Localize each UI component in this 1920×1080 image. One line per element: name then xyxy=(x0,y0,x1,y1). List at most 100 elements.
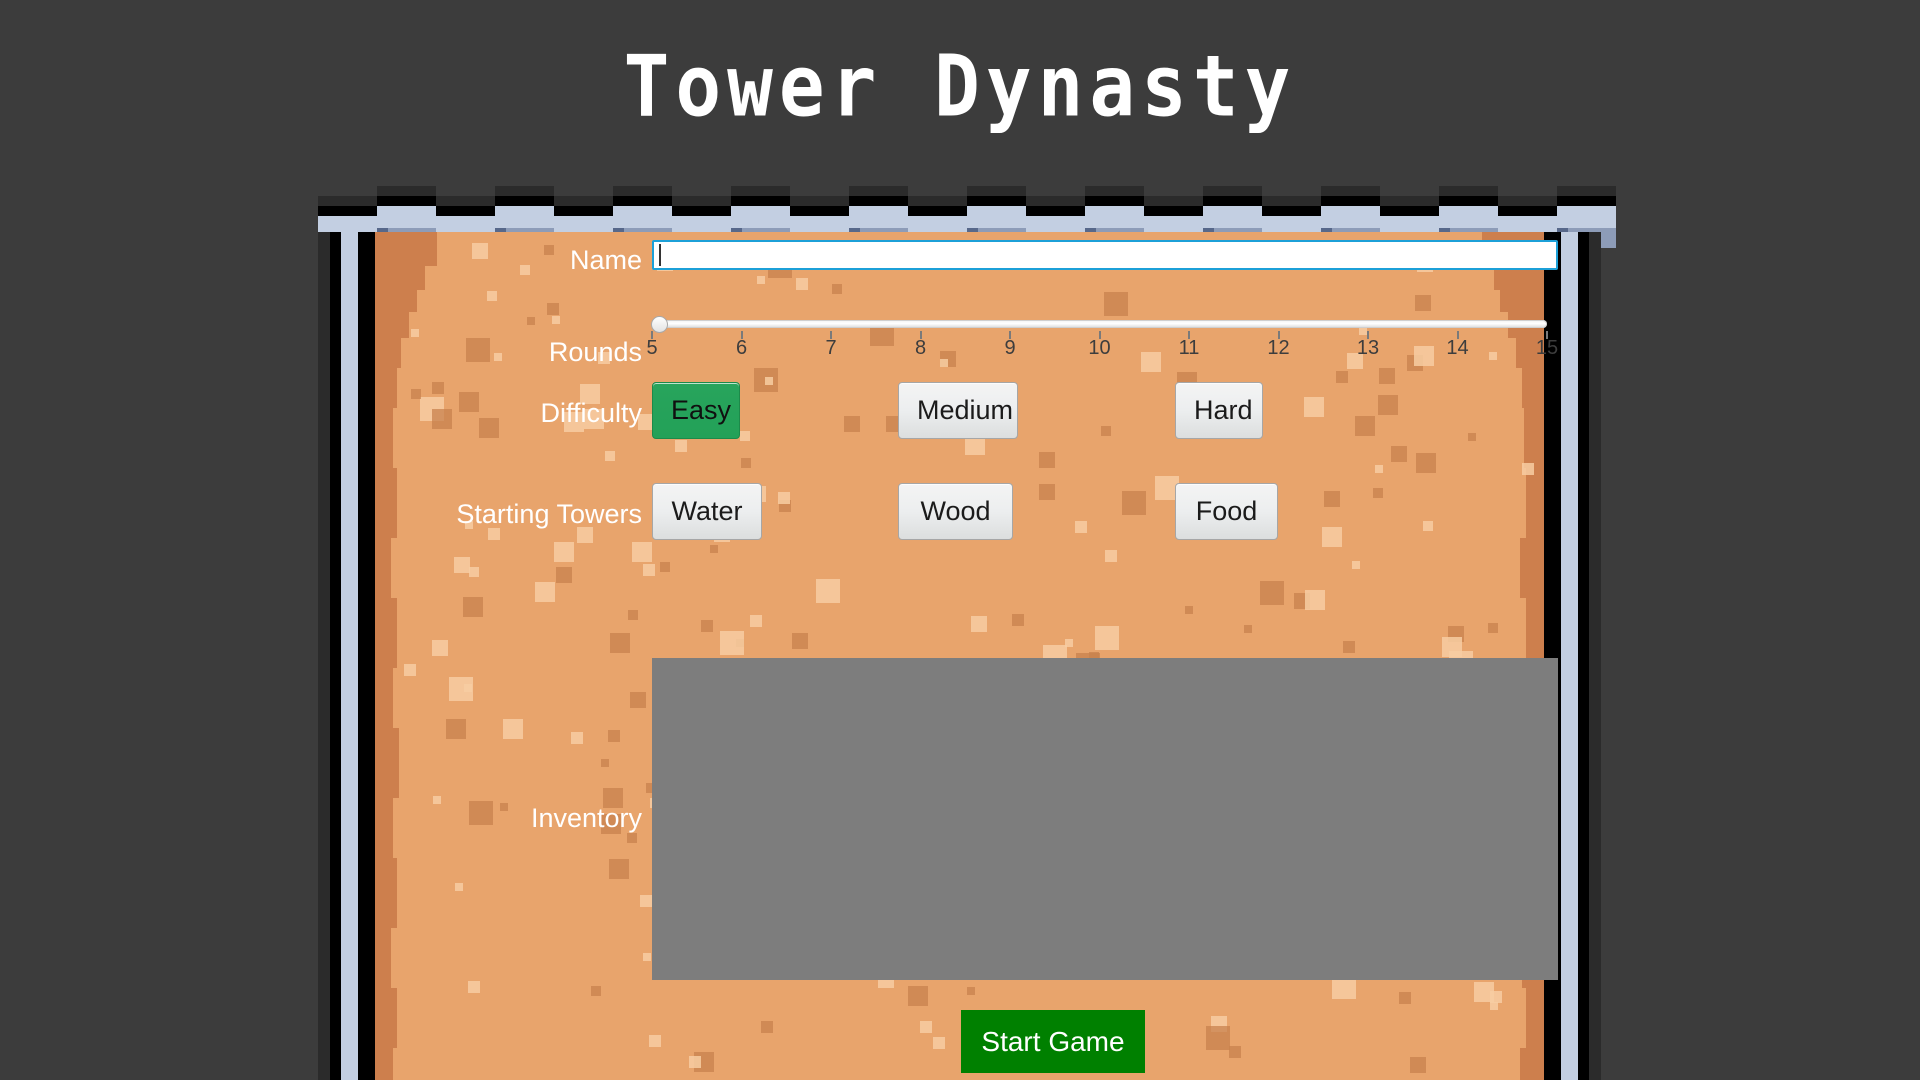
texture-speck xyxy=(710,545,718,553)
dirt-band xyxy=(391,538,1520,598)
texture-speck xyxy=(547,303,559,315)
slider-track[interactable] xyxy=(652,320,1547,328)
merlon-cap-dark xyxy=(1262,196,1321,206)
difficulty-option-medium[interactable]: Medium xyxy=(898,382,1018,439)
dirt-band xyxy=(401,338,1516,368)
merlon-cap-dark xyxy=(554,196,613,206)
slider-tick xyxy=(1367,331,1369,339)
texture-speck xyxy=(1101,426,1111,436)
starting-tower-option-wood[interactable]: Wood xyxy=(898,483,1013,540)
dirt-band xyxy=(425,266,1494,290)
texture-speck xyxy=(1378,395,1398,415)
slider-tick-label: 14 xyxy=(1446,337,1469,359)
texture-speck xyxy=(1229,1046,1241,1058)
slider-tick xyxy=(651,331,653,339)
starting-towers-row: Starting Towers Water Wood Food xyxy=(398,483,1578,540)
texture-speck xyxy=(628,610,638,620)
texture-speck xyxy=(1343,641,1355,653)
merlon-cap-dark xyxy=(1203,186,1262,196)
merlon-cap-black xyxy=(613,196,672,206)
slider-thumb[interactable] xyxy=(651,316,668,333)
merlon-cap-dark xyxy=(790,196,849,206)
merlon-cap-dark xyxy=(1439,186,1498,196)
merlon-cap-black xyxy=(1321,196,1380,206)
texture-speck xyxy=(1468,433,1476,441)
texture-speck xyxy=(608,730,620,742)
merlon-cap-dark xyxy=(967,186,1026,196)
merlon-cap-dark xyxy=(908,196,967,206)
texture-speck xyxy=(1399,992,1411,1004)
texture-speck xyxy=(1423,521,1433,531)
texture-speck xyxy=(503,719,523,739)
merlon-cap-black xyxy=(790,206,849,216)
merlon-cap-dark xyxy=(377,186,436,196)
slider-tick-label: 8 xyxy=(914,337,927,359)
texture-speck xyxy=(598,352,610,364)
difficulty-option-easy[interactable]: Easy xyxy=(652,382,740,439)
texture-speck xyxy=(1347,353,1363,369)
texture-speck xyxy=(750,615,762,627)
texture-speck xyxy=(1489,352,1497,360)
texture-speck xyxy=(660,562,670,572)
texture-speck xyxy=(1379,368,1395,384)
slider-tick-label: 13 xyxy=(1356,337,1380,359)
merlon-cap-dark xyxy=(849,186,908,196)
texture-speck xyxy=(1012,614,1024,626)
texture-speck xyxy=(1410,1057,1426,1073)
texture-speck xyxy=(1075,521,1087,533)
merlon-cap-black xyxy=(1203,196,1262,206)
inventory-panel[interactable] xyxy=(652,658,1558,980)
texture-speck xyxy=(1039,484,1055,500)
texture-speck xyxy=(920,1021,932,1033)
texture-speck xyxy=(411,329,419,337)
merlon-cap-dark xyxy=(495,186,554,196)
frame-border-stone-right xyxy=(1561,232,1578,1080)
starting-tower-option-water[interactable]: Water xyxy=(652,483,762,540)
slider-tick xyxy=(830,331,832,339)
texture-speck xyxy=(1305,590,1325,610)
merlon-cap-black xyxy=(495,196,554,206)
start-game-row: Start Game xyxy=(398,1010,1578,1073)
start-game-button[interactable]: Start Game xyxy=(961,1010,1145,1073)
starting-tower-option-food[interactable]: Food xyxy=(1175,483,1278,540)
slider-tick xyxy=(919,331,922,339)
texture-speck xyxy=(640,895,652,907)
slider-tick-label: 10 xyxy=(1088,337,1111,359)
texture-speck xyxy=(1414,346,1434,366)
texture-speck xyxy=(446,719,466,739)
texture-speck xyxy=(455,883,463,891)
texture-speck xyxy=(792,633,808,649)
texture-speck xyxy=(591,986,601,996)
texture-speck xyxy=(404,664,416,676)
slider-tick xyxy=(740,331,743,339)
name-input[interactable] xyxy=(652,240,1558,270)
slider-tick xyxy=(1009,331,1011,339)
slider-tick xyxy=(1098,331,1101,339)
texture-speck xyxy=(469,567,479,577)
merlon-cap-black xyxy=(1085,196,1144,206)
texture-speck xyxy=(1206,1026,1230,1050)
texture-speck xyxy=(454,557,470,573)
texture-speck xyxy=(1490,1002,1498,1010)
merlon-cap-black xyxy=(967,196,1026,206)
texture-speck xyxy=(571,732,583,744)
texture-speck xyxy=(632,542,652,562)
texture-speck xyxy=(1185,606,1193,614)
dirt-band xyxy=(397,598,1526,668)
texture-speck xyxy=(778,492,790,504)
texture-speck xyxy=(1322,527,1342,547)
merlon-cap-black xyxy=(1026,206,1085,216)
texture-speck xyxy=(488,528,500,540)
text-caret xyxy=(659,244,661,266)
merlon-cap-dark xyxy=(1321,186,1380,196)
texture-speck xyxy=(844,416,860,432)
texture-speck xyxy=(1095,626,1119,650)
texture-speck xyxy=(433,796,441,804)
texture-speck xyxy=(630,692,646,708)
texture-speck xyxy=(971,616,987,632)
texture-speck xyxy=(552,316,560,324)
texture-speck xyxy=(584,409,604,429)
texture-speck xyxy=(1474,982,1494,1002)
difficulty-option-hard[interactable]: Hard xyxy=(1175,382,1263,439)
